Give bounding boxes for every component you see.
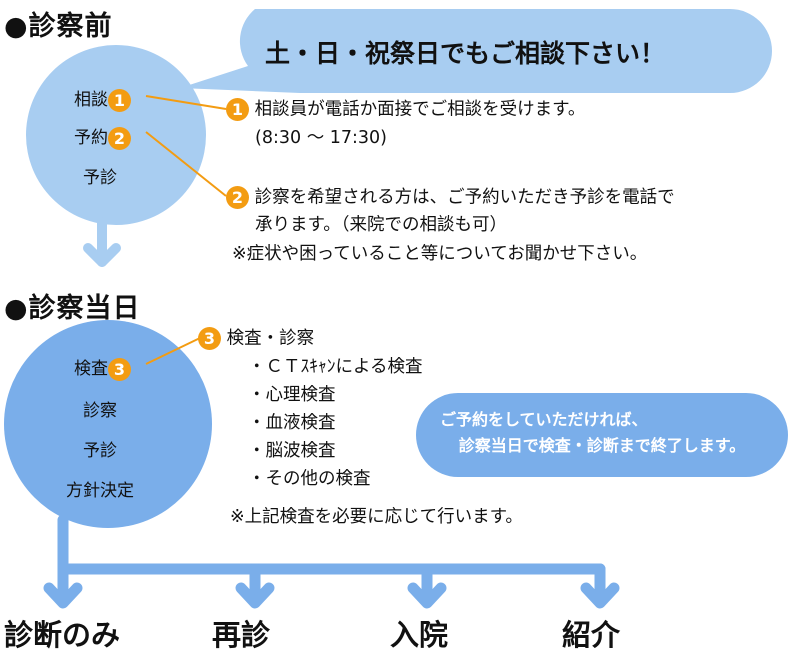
banner-text: 土・日・祝祭日でもご相談下さい！	[265, 39, 666, 68]
circle-item-preliminary: 予診	[83, 168, 117, 188]
section-title-before-visit: ●診察前	[4, 11, 113, 42]
arrow-head-icon	[235, 582, 275, 609]
circle-item-label: 検査	[74, 359, 108, 379]
circle-item-label: 予約	[74, 128, 108, 148]
note-exam-title: 検査・診察	[226, 328, 315, 349]
step-badge: 1	[108, 88, 131, 112]
step-badge: 1	[226, 98, 249, 121]
note-exam: 3 検査・診察	[198, 327, 314, 350]
circle-item-preliminary: 予診	[83, 441, 117, 461]
connector-line-1	[145, 95, 227, 110]
note-consult-line1: 相談員が電話か面接でご相談を受けます。	[254, 99, 586, 120]
connector-line-2	[145, 131, 227, 197]
circle-item-diagnosis: 診察	[83, 401, 117, 421]
info-pill-line1: ご予約をしていただければ、	[440, 410, 648, 429]
day-of-circle	[4, 320, 212, 528]
exam-list-item: ・その他の検査	[248, 469, 371, 489]
outcome-admission: 入院	[390, 618, 449, 652]
note-consult-hours: (8:30 〜 17:30)	[255, 128, 388, 148]
arrow-head-icon	[580, 582, 620, 609]
arrow-head-icon	[43, 582, 83, 609]
exam-list-item: ・脳波検査	[248, 441, 336, 461]
info-pill-line2: 診察当日で検査・診断まで終了します。	[458, 436, 746, 456]
step-badge: 3	[108, 357, 131, 381]
note-consult: 1 相談員が電話か面接でご相談を受けます。	[226, 98, 585, 121]
info-pill-text: ご予約をしていただければ、 診察当日で検査・診断まで終了します。	[416, 407, 788, 460]
note-reserve-line3: ※症状や困っていること等についてお聞かせ下さい。	[232, 244, 648, 264]
note-exam-footer: ※上記検査を必要に応じて行います。	[230, 507, 523, 527]
step-badge: 3	[198, 327, 221, 350]
exam-list-item: ・ＣＴｽｷｬﾝによる検査	[248, 357, 423, 377]
outcome-referral: 紹介	[562, 618, 621, 652]
connector-line-3	[145, 337, 201, 365]
section-title-day-of: ●診察当日	[4, 293, 141, 324]
circle-item-label: 相談	[74, 90, 108, 110]
note-reserve: 2 診察を希望される方は、ご予約いただき予診を電話で	[226, 186, 675, 209]
exam-list-item: ・心理検査	[248, 385, 336, 405]
outcome-diagnosis-only: 診断のみ	[4, 618, 121, 652]
note-reserve-line1: 診察を希望される方は、ご予約いただき予診を電話で	[254, 187, 675, 208]
down-arrow-icon	[83, 217, 121, 267]
step-badge: 2	[226, 186, 249, 209]
exam-list-item: ・血液検査	[248, 413, 336, 433]
step-badge: 2	[108, 126, 131, 150]
info-pill	[416, 393, 788, 477]
outcome-revisit: 再診	[212, 618, 271, 652]
branch-arrows	[43, 514, 620, 609]
arrow-head-icon	[407, 582, 447, 609]
banner-bubble	[180, 9, 772, 93]
circle-item-policy: 方針決定	[66, 481, 134, 501]
note-reserve-line2: 承ります。（来院での相談も可）	[255, 215, 507, 235]
